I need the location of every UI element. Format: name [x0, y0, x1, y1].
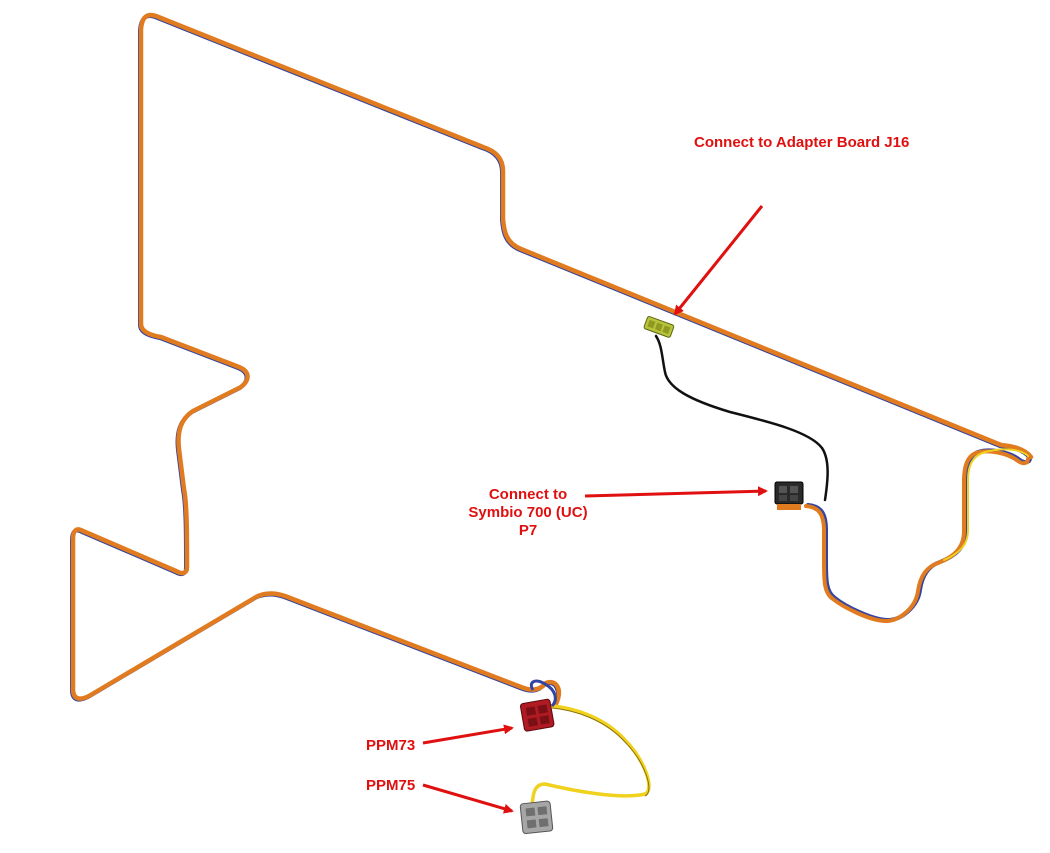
- symbio-700-p7-connector: [774, 481, 804, 510]
- symbio-label-line2: Symbio 700 (UC): [468, 504, 588, 521]
- symbio-label: Connect to Symbio 700 (UC) P7: [460, 486, 596, 540]
- yellow-cable: [530, 704, 651, 808]
- arrow-symbio-p7: [584, 486, 768, 498]
- symbio-label-line3: P7: [518, 522, 538, 539]
- main-harness-overlay: [70, 12, 1034, 707]
- arrow-ppm73: [422, 724, 514, 745]
- yellow-cable-edge: [551, 707, 650, 797]
- harness-loop: [529, 679, 557, 708]
- annotation-arrows: [422, 205, 768, 814]
- harness-blue-strand: [70, 14, 1032, 707]
- black-cable: [654, 334, 829, 502]
- ppm75-connector: [519, 800, 554, 835]
- harness-orange-strand: [70, 12, 1034, 707]
- adapter-board-label: Connect to Adapter Board J16: [694, 134, 910, 151]
- ppm73-label: PPM73: [366, 737, 416, 754]
- adapter-board-j16-connector: [643, 316, 675, 338]
- ppm75-label: PPM75: [366, 777, 416, 794]
- ppm73-connector: [519, 698, 555, 732]
- arrow-adapter-board: [673, 205, 764, 316]
- arrow-ppm75: [422, 783, 514, 814]
- harness-orange-return: [804, 449, 1030, 623]
- harness-yellow-return: [943, 448, 1029, 561]
- symbio-label-line1: Connect to: [488, 486, 568, 503]
- main-harness: [70, 14, 1032, 707]
